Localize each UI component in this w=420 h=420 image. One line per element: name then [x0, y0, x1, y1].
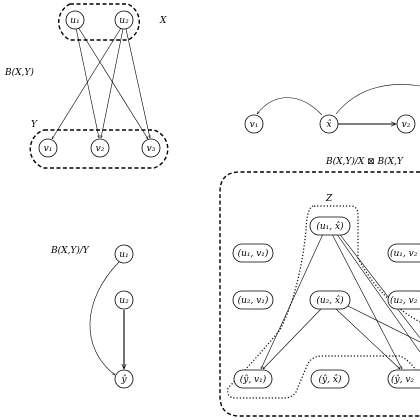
edge-u2x-yv2 [335, 308, 400, 369]
br-node-u2x-label: (u₂, x̂) [316, 295, 344, 306]
edge-x-v1 [257, 97, 323, 116]
br-node-yx: (ŷ, x̂) [310, 369, 350, 389]
tr-node-v1-label: v₁ [250, 120, 259, 130]
edge-u1-yhat [89, 261, 120, 375]
tl-node-v3-label: v₃ [147, 144, 156, 154]
tr-node-v1: v₁ [244, 114, 264, 134]
bl-node-u1-label: u₁ [119, 250, 128, 260]
set-y-label: Y [31, 120, 38, 130]
br-node-u1x: (u₁, x̂) [309, 216, 351, 236]
product-boundary [219, 171, 420, 417]
bxy-label: B(X,Y) [4, 67, 34, 78]
set-y-boundary [29, 129, 169, 169]
br-node-yv2-label: (ŷ, v₂ [391, 374, 414, 385]
bl-node-u2-label: u₂ [119, 296, 129, 306]
tr-node-v2: v₂ [396, 114, 416, 134]
bottom-left-diagram: u₁ u₂ ŷ B(X,Y)/Y [50, 244, 134, 389]
tl-edges [51, 26, 150, 139]
bl-node-yhat: ŷ [114, 369, 134, 389]
tr-node-v2-label: v₂ [402, 120, 411, 130]
set-x-boundary [58, 3, 140, 41]
br-node-u2x: (u₂, x̂) [309, 290, 351, 310]
edge-u1-v2 [75, 27, 99, 138]
tl-node-u2: u₂ [114, 10, 134, 30]
tl-node-u1: u₁ [65, 10, 85, 30]
br-node-yv2: (ŷ, v₂ [387, 369, 420, 389]
tl-node-v2-label: v₂ [96, 144, 105, 154]
br-node-u2v2-label: (u₂, v₂ [390, 295, 418, 306]
bxy-y-label: B(X,Y)/Y [50, 245, 90, 256]
tl-node-v3: v₃ [141, 138, 161, 158]
top-left-diagram: u₁ u₂ v₁ v₂ v₃ X Y B(X,Y) [4, 3, 169, 169]
edge-u2-v1 [51, 27, 122, 139]
tr-node-xhat: x̂ [319, 114, 339, 134]
edge-u2-v2 [101, 28, 124, 138]
br-edges [260, 231, 420, 369]
edge-u1-v3 [77, 26, 149, 139]
edge-u1x-offscreen-b [337, 231, 420, 339]
br-node-u1v1-label: (u₁, v₁) [238, 248, 269, 259]
tl-node-u2-label: u₂ [119, 16, 129, 26]
edge-x-offscreen [335, 84, 420, 115]
br-node-yv1-label: (ŷ, v₁) [240, 374, 267, 385]
region-z-label: Z [325, 194, 333, 204]
product-label: B(X,Y)/X ⊠ B(X,Y [325, 156, 404, 167]
tl-node-v1: v₁ [38, 138, 58, 158]
tl-node-v2: v₂ [90, 138, 110, 158]
top-right-diagram: v₁ x̂ v₂ B(X,Y)/X ⊠ B(X,Y [244, 84, 420, 167]
bottom-right-diagram: (u₁, v₁) (u₁, x̂) (u₁, v₂ (u₂, v₁) (u₂, … [219, 171, 420, 417]
edge-u2-v3 [125, 28, 150, 138]
br-node-u2v2: (u₂, v₂ [387, 290, 420, 310]
br-node-u2v1: (u₂, v₁) [232, 290, 274, 310]
br-node-u1v1: (u₁, v₁) [232, 243, 274, 263]
br-node-u1x-label: (u₁, x̂) [316, 221, 344, 232]
bl-node-u2: u₂ [114, 290, 134, 310]
set-x-label: X [159, 16, 167, 26]
tl-node-v1-label: v₁ [44, 144, 53, 154]
br-node-yx-label: (ŷ, x̂) [319, 374, 342, 385]
tl-node-u1-label: u₁ [70, 16, 79, 26]
edge-u2x-yv1 [263, 308, 322, 369]
br-node-u1v2-label: (u₁, v₂ [390, 248, 418, 259]
edge-u1x-yv1 [260, 233, 324, 369]
region-z-boundary [227, 205, 420, 399]
tr-node-xhat-label: x̂ [326, 119, 331, 130]
br-node-u2v1-label: (u₂, v₁) [238, 295, 269, 306]
br-node-u1v2: (u₁, v₂ [387, 243, 420, 263]
edge-u1x-offscreen-a [335, 232, 420, 353]
edge-u2x-offscreen [345, 304, 420, 343]
bl-node-yhat-label: ŷ [120, 374, 127, 385]
bl-node-u1: u₁ [114, 244, 134, 264]
br-node-yv1: (ŷ, v₁) [233, 369, 273, 389]
edge-u1x-yv2-a [331, 233, 403, 369]
